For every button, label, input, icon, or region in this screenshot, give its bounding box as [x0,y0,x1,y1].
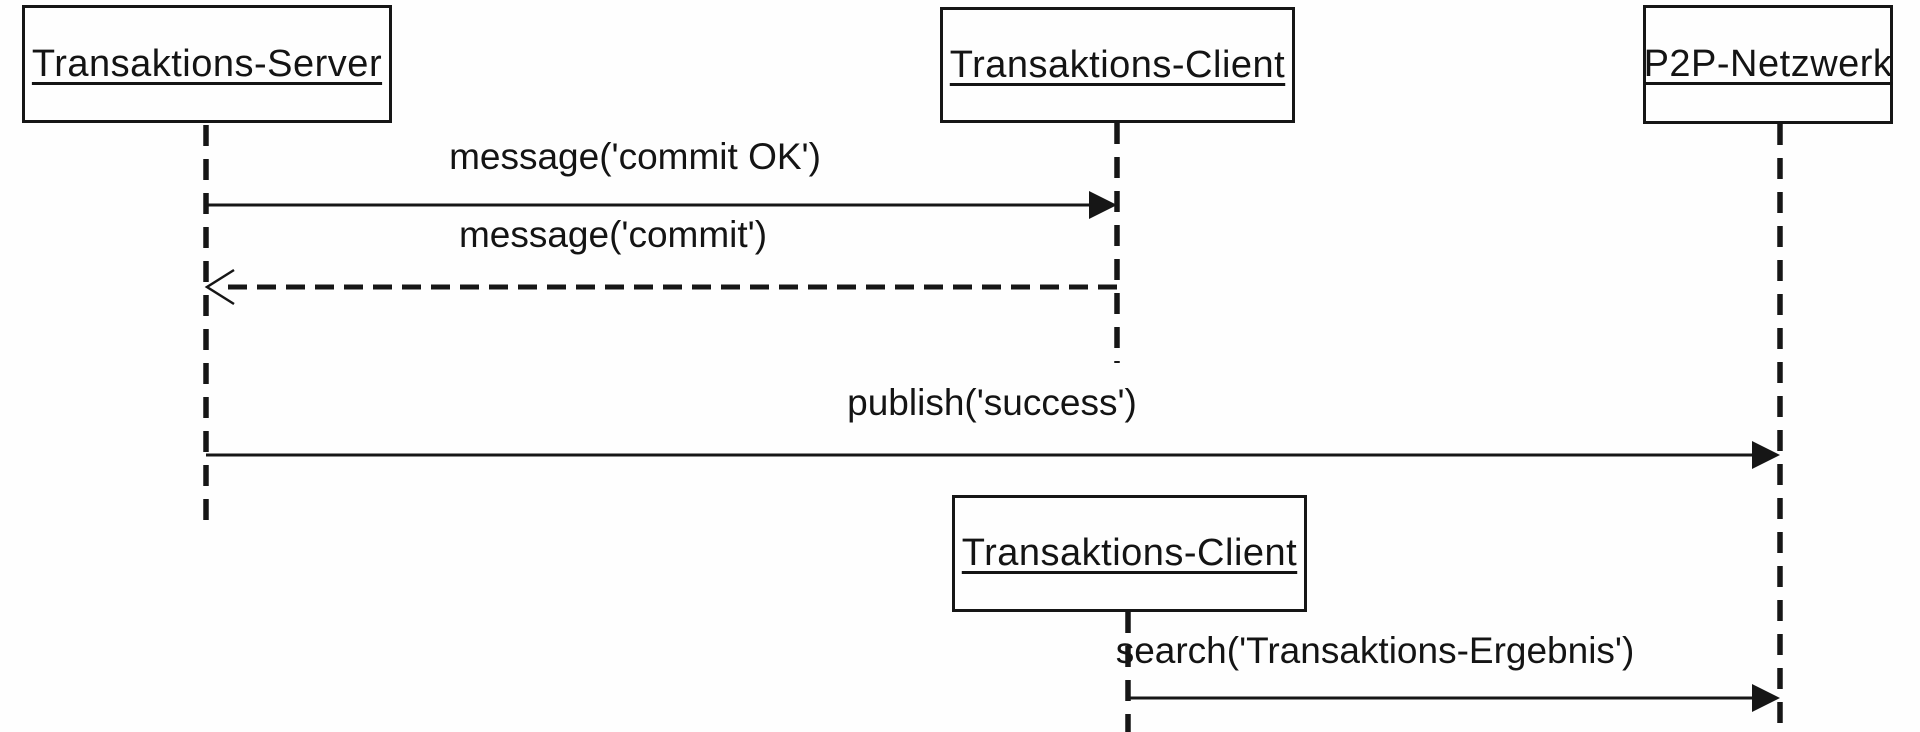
actor-label-transaktions-client-2: Transaktions-Client [961,532,1298,574]
actor-label-transaktions-client: Transaktions-Client [949,43,1286,86]
actor-box-p2p-netzwerk: P2P-Netzwerk [1643,5,1893,124]
actor-label-transaktions-server: Transaktions-Server [31,42,383,85]
arrowhead-search [1752,684,1780,712]
actor-box-transaktions-client-2: Transaktions-Client [952,495,1307,612]
actor-box-transaktions-server: Transaktions-Server [22,5,392,123]
message-label-commit-ok: message('commit OK') [449,136,821,177]
arrowhead-commit-ok [1089,191,1117,219]
message-label-publish-success: publish('success') [847,382,1137,423]
arrowhead-commit-open [204,268,235,306]
message-label-commit: message('commit') [458,214,768,255]
arrowhead-publish-success [1752,441,1780,469]
message-label-search: search('Transaktions-Ergebnis') [1115,630,1635,671]
actor-box-transaktions-client: Transaktions-Client [940,7,1295,123]
actor-label-p2p-netzwerk: P2P-Netzwerk [1643,43,1893,85]
